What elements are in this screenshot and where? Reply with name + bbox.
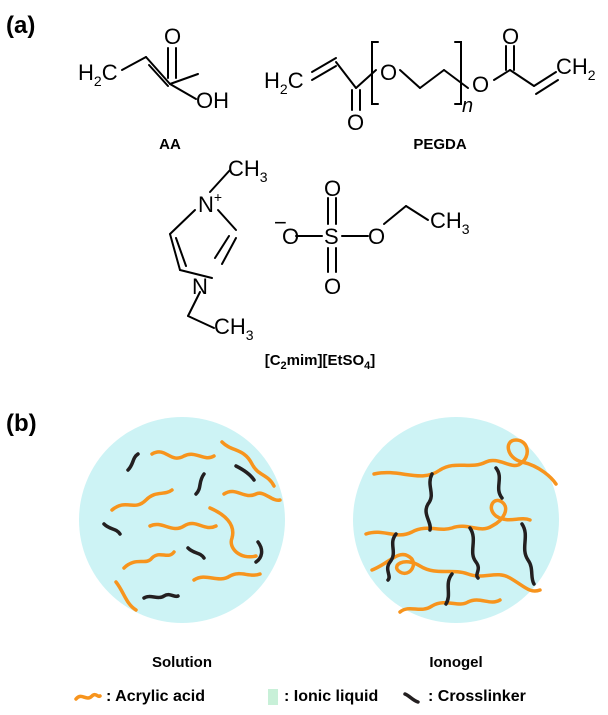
aa-h2c: H2C [78, 60, 118, 89]
panel-b-label: (b) [6, 410, 37, 437]
pegda-n-subscript: n [462, 95, 473, 117]
pegda-carbonyl-o-right: O [502, 24, 519, 49]
ionogel-label: Ionogel [429, 654, 483, 671]
sulfate-o-right: O [368, 224, 385, 249]
solution-circle [79, 417, 285, 623]
pegda-ether-o-right: O [472, 72, 489, 97]
ionogel-circle [353, 417, 559, 623]
sulfate-minus: − [274, 210, 287, 235]
legend: : Acrylic acid : Ionic liquid : Crosslin… [0, 686, 608, 712]
aa-caption: AA [159, 136, 181, 153]
solution-acrylic-chains [110, 440, 282, 612]
il-n-plus: N+ [198, 189, 222, 217]
il-caption: [C2mim][EtSO4] [264, 352, 376, 372]
legend-crosslinker: : Crosslinker [402, 688, 526, 706]
pegda-ch2: CH2 [556, 54, 596, 83]
sulfate-o-left: O [282, 224, 299, 249]
acrylic-acid-swatch-icon [74, 692, 102, 701]
solution-label: Solution [152, 654, 212, 671]
legend-ionic-liquid: : Ionic liquid [268, 688, 378, 706]
sulfate-ch3: CH3 [430, 208, 470, 237]
legend-acrylic-acid: : Acrylic acid [74, 688, 205, 706]
il-ch3-top: CH3 [228, 156, 268, 185]
pegda-caption: PEGDA [413, 136, 467, 153]
ionogel-acrylic-network [364, 438, 558, 614]
pegda-ether-o-left: O [380, 60, 397, 85]
il-n: N [192, 274, 208, 299]
aa-carbonyl-o: O [164, 24, 181, 49]
ionic-liquid-swatch-icon [268, 689, 278, 705]
sulfate-o-bottom: O [324, 274, 341, 299]
pegda-carbonyl-o-left: O [347, 110, 364, 135]
sulfate-o-top: O [324, 176, 341, 201]
ionogel-crosslinks [385, 466, 536, 606]
panel-a-label: (a) [6, 12, 36, 39]
solution-crosslinkers [102, 452, 264, 600]
pegda-h2c: H2C [264, 68, 304, 97]
aa-oh: OH [196, 88, 229, 113]
il-ch3-bottom: CH3 [214, 314, 254, 343]
crosslinker-swatch-icon [403, 692, 420, 704]
sulfate-s: S [324, 224, 339, 249]
